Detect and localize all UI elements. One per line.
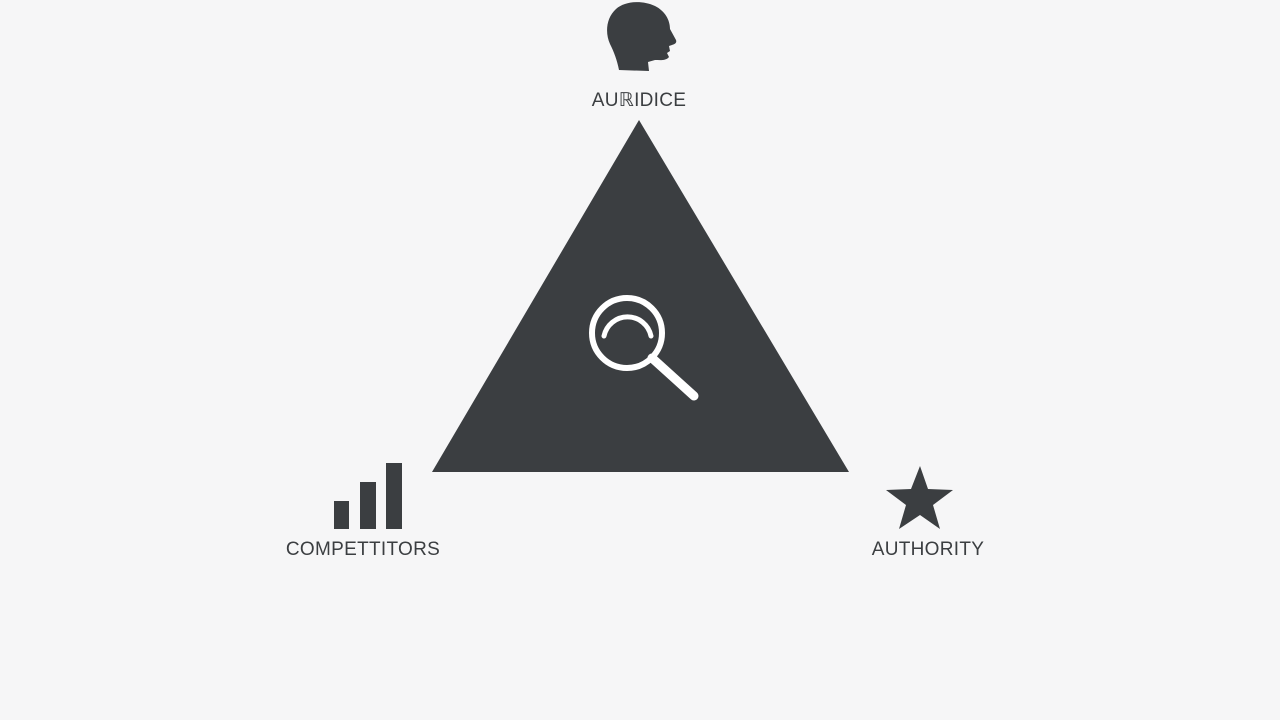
star-icon	[886, 466, 953, 529]
central-triangle	[432, 120, 849, 472]
authority-label: AUTHORITY	[871, 539, 985, 560]
bar-chart-bar-medium	[360, 482, 376, 529]
magnifying-glass-icon	[589, 295, 699, 401]
head-silhouette-icon	[607, 2, 677, 71]
bar-chart-bar-tall	[386, 463, 402, 529]
competitors-label: COMPETTITORS	[285, 539, 441, 560]
bar-chart-bar-short	[334, 501, 349, 529]
bar-chart-icon	[334, 463, 402, 529]
audience-label: AUℝIDICE	[591, 90, 687, 111]
